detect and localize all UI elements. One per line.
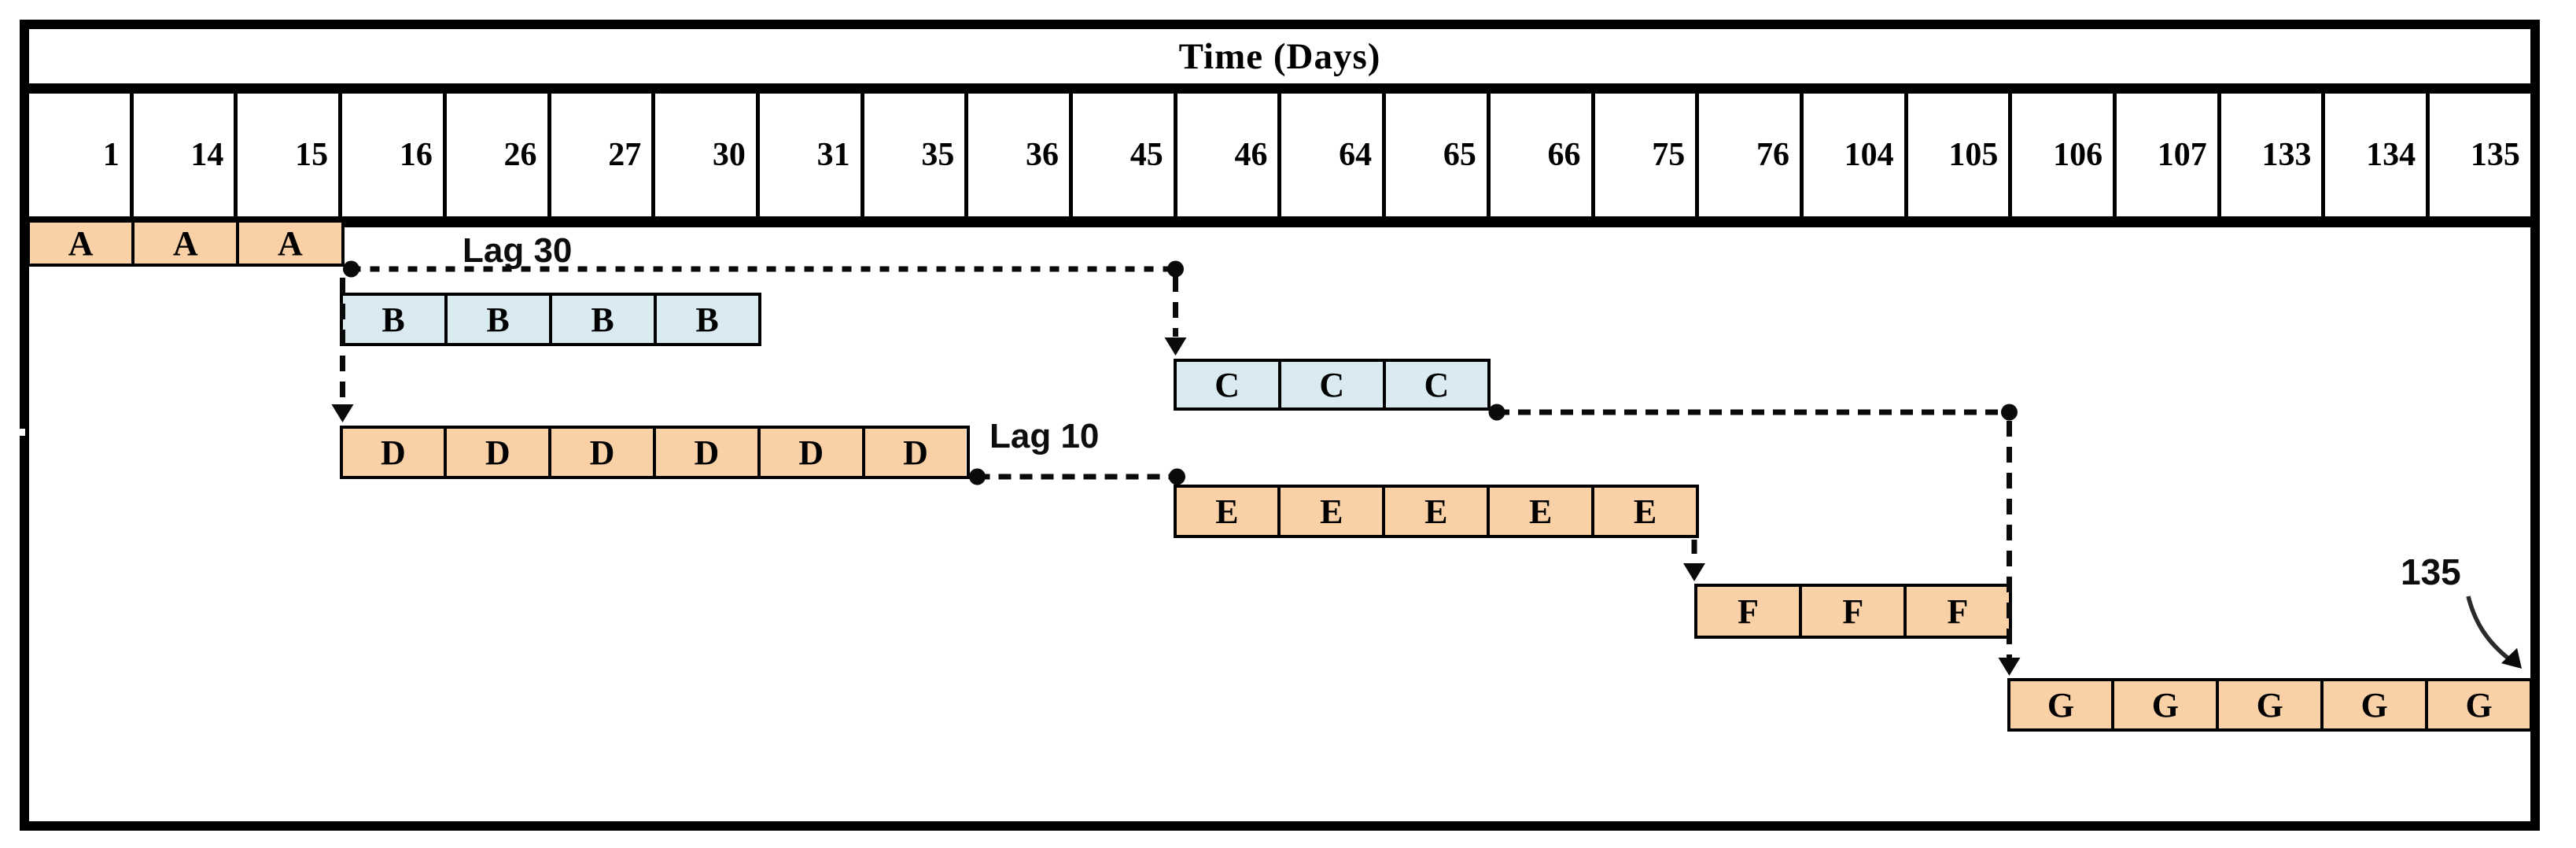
task-cell-F: F — [1799, 587, 1904, 636]
day-header-cell: 76 — [1699, 94, 1804, 216]
header-divider — [24, 216, 2535, 227]
day-header-cell: 133 — [2221, 94, 2326, 216]
task-cell-B: B — [653, 296, 758, 343]
day-header-cell: 36 — [968, 94, 1074, 216]
day-header-cell: 105 — [1908, 94, 2013, 216]
task-cell-E: E — [1487, 488, 1592, 535]
left-border-notch — [20, 429, 25, 436]
day-header-cell: 107 — [2117, 94, 2221, 216]
day-header-cell: 46 — [1177, 94, 1282, 216]
task-cell-G: G — [2216, 681, 2321, 728]
task-cell-G: G — [2111, 681, 2217, 728]
day-header-cell: 135 — [2470, 137, 2520, 173]
task-cell-E: E — [1382, 488, 1487, 535]
day-header-cell: 65 — [1386, 94, 1491, 216]
lag-10-label: Lag 10 — [989, 417, 1100, 455]
task-cell-C: C — [1176, 362, 1278, 407]
task-cell-A: A — [131, 223, 237, 264]
task-cell-C: C — [1277, 362, 1383, 407]
task-cell-D: D — [861, 429, 967, 476]
task-cell-D: D — [342, 429, 444, 476]
task-cell-D: D — [444, 429, 549, 476]
day-header-cell: 106 — [2012, 94, 2117, 216]
task-cell-E: E — [1277, 488, 1383, 535]
task-cell-B: B — [342, 296, 444, 343]
task-cell-F: F — [1903, 587, 2009, 636]
task-cell-F: F — [1697, 587, 1800, 636]
finish-day-label: 135 — [2401, 551, 2461, 592]
day-header-cell: 134 — [2325, 94, 2430, 216]
day-header-cell: 31 — [760, 94, 864, 216]
lag-30-label: Lag 30 — [463, 231, 573, 270]
day-header-cell: 45 — [1073, 94, 1177, 216]
task-cell-G: G — [2010, 681, 2112, 728]
task-cell-D: D — [757, 429, 862, 476]
task-cell-A: A — [30, 223, 132, 264]
day-header-cell: 15 — [238, 94, 343, 216]
day-header-cell: 27 — [551, 94, 656, 216]
task-cell-D: D — [652, 429, 757, 476]
task-cell-E: E — [1176, 488, 1278, 535]
day-header-cell: 75 — [1595, 94, 1700, 216]
day-header-cell: 26 — [447, 94, 551, 216]
day-header-cell: 104 — [1804, 94, 1908, 216]
task-cell-B: B — [548, 296, 654, 343]
task-cell-A: A — [236, 223, 341, 264]
day-header-cell: 64 — [1281, 94, 1387, 216]
task-cell-G: G — [2425, 681, 2530, 728]
task-cell-E: E — [1591, 488, 1697, 535]
day-header-cell: 30 — [655, 94, 760, 216]
day-header-cell: 1 — [29, 94, 134, 216]
day-header-cell: 35 — [864, 94, 969, 216]
day-header-cell: 66 — [1491, 94, 1595, 216]
day-header-cell: 16 — [342, 94, 447, 216]
task-cell-D: D — [548, 429, 653, 476]
day-header-cell: 14 — [134, 94, 238, 216]
title-divider — [24, 83, 2535, 94]
task-cell-C: C — [1382, 362, 1488, 407]
task-cell-G: G — [2320, 681, 2426, 728]
task-cell-B: B — [444, 296, 549, 343]
chart-title: Time (Days) — [1178, 35, 1381, 77]
